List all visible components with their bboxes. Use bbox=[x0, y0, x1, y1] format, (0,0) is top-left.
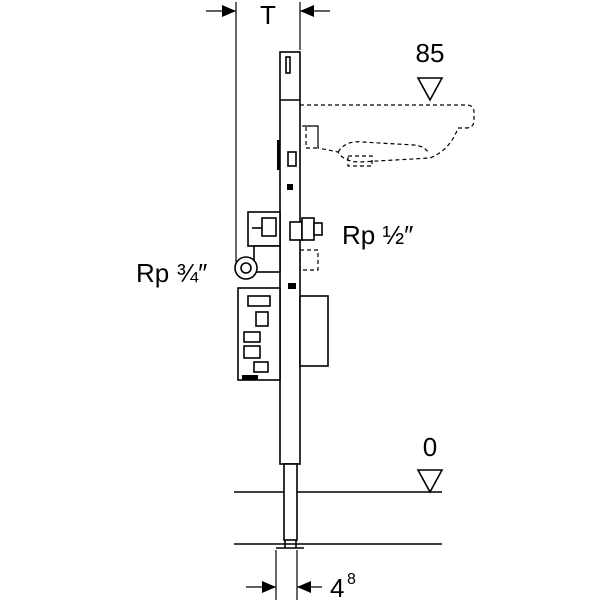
washbasin-outline bbox=[300, 104, 475, 167]
rp-half-label: Rp ½″ bbox=[342, 220, 413, 250]
right-box bbox=[299, 295, 329, 367]
frame-foot bbox=[276, 463, 304, 549]
level-marker-85: 85 bbox=[416, 38, 445, 102]
dim-bottom-superscript: 8 bbox=[347, 571, 356, 588]
dimension-bottom: 4 8 bbox=[246, 550, 356, 600]
frame-column bbox=[277, 51, 301, 465]
level-marker-0: 0 bbox=[416, 432, 444, 494]
right-connection: Rp ½″ bbox=[289, 217, 413, 271]
rp-three-quarter-label: Rp ¾″ bbox=[136, 258, 207, 288]
dim-bottom-label: 4 bbox=[330, 573, 344, 600]
t-label: T bbox=[260, 0, 276, 30]
left-valve-assembly: Rp ¾″ bbox=[136, 211, 281, 381]
dimension-t: T bbox=[206, 0, 330, 262]
floor-lines bbox=[234, 491, 442, 545]
level-0-label: 0 bbox=[423, 432, 437, 462]
level-85-label: 85 bbox=[416, 38, 445, 68]
